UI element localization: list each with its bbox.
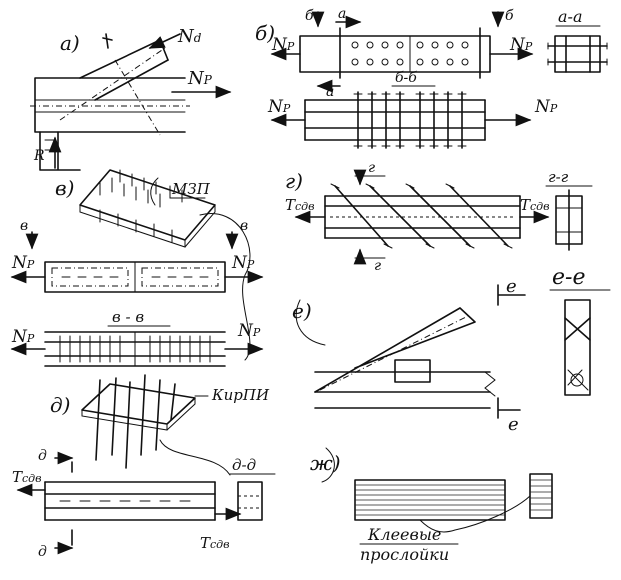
panel-v-force-left-bottom-sub: P: [26, 332, 35, 345]
panel-b-force-right-top: NP: [509, 35, 533, 55]
panel-b-force-left-top: NP: [271, 35, 295, 55]
panel-v-section-mark-left: в: [20, 218, 28, 234]
panel-b-force-left-top-sub: P: [286, 40, 295, 53]
panel-v-connector-name: МЗП: [171, 180, 211, 198]
panel-d-dowel-plate: д) КирПИ д Тсдв Тсдв д д-д: [12, 374, 276, 560]
panel-b-detail-title: а-а: [558, 7, 582, 26]
panel-d-shear-right-symbol: Т: [200, 534, 211, 552]
panel-d-shear-right-sub: сдв: [210, 538, 230, 551]
panel-g-inclined-rods: г) г Тсдв Тсдв г г-г: [285, 160, 593, 274]
panel-v-force-left-bottom-symbol: N: [11, 327, 28, 347]
panel-a-force-nd-symbol: N: [177, 26, 195, 47]
panel-g-detail-title: г-г: [548, 168, 569, 186]
panel-g-shear-left-symbol: Т: [285, 196, 296, 214]
panel-b-force-right-top-symbol: N: [509, 35, 526, 55]
panel-zh-note-line1: Клеевые: [367, 525, 441, 544]
panel-b-section-a-bottom: а: [326, 84, 334, 100]
panel-e-label: е): [292, 299, 312, 323]
panel-d-shear-left: Тсдв: [12, 468, 42, 486]
panel-b-force-right-bottom: NP: [534, 97, 558, 117]
panel-v-force-right-bottom: NP: [237, 321, 261, 341]
panel-g-label: г): [285, 169, 303, 193]
panel-b-force-right-bottom-sub: P: [549, 102, 558, 115]
panel-e-detail-title: е-е: [552, 265, 585, 290]
panel-d-section-mark-bottom: д: [38, 544, 47, 560]
panel-e-section-mark-top: е: [506, 276, 517, 297]
panel-b-label: б): [255, 21, 275, 45]
panel-v-force-right-top-symbol: N: [231, 253, 248, 273]
panel-d-detail-title: д-д: [232, 456, 256, 474]
panel-d-shear-right: Тсдв: [200, 534, 230, 552]
panel-b-bolted-splice: б) б б а а NP NP б-б: [255, 6, 608, 149]
panel-d-label: д): [50, 393, 70, 417]
panel-b-force-left-bottom-sub: P: [282, 102, 291, 115]
panel-v-toothed-plate: в) МЗП в в NP NP в - в: [10, 169, 264, 367]
panel-b-section-bb: б-б: [395, 70, 417, 86]
panel-b-bolt-rows: [353, 91, 467, 149]
panel-zh-note-line2: прослойки: [360, 545, 449, 564]
panel-g-shear-right-sub: сдв: [530, 200, 550, 213]
panel-v-force-right-bottom-sub: P: [252, 326, 261, 339]
panel-v-teeth: [99, 169, 183, 243]
panel-v-section-teeth: [59, 335, 211, 363]
panel-v-section-title: в - в: [112, 308, 144, 326]
panel-d-section-mark-top: д: [38, 448, 47, 464]
panel-b-force-left-top-symbol: N: [271, 35, 288, 55]
panel-a-reaction: R: [33, 148, 45, 164]
panel-zh-glued-laminated: ж) Клеевые прослойки: [310, 447, 553, 564]
panel-b-section-b-left: б: [305, 8, 314, 24]
panel-zh-label: ж): [310, 451, 341, 475]
panel-g-section-mark-bottom: г: [374, 258, 381, 274]
panel-g-rods: [330, 183, 513, 249]
panel-b-section-a-top: а: [338, 6, 346, 22]
panel-v-section-mark-right: в: [240, 218, 248, 234]
panel-b-section-b-right: б: [505, 8, 514, 24]
panel-v-force-right-top-sub: P: [246, 258, 255, 271]
panel-a-label: а): [60, 31, 80, 55]
panel-v-force-left-top-symbol: N: [11, 253, 28, 273]
panel-b-force-right-top-sub: P: [524, 40, 533, 53]
panel-g-shear-right: Тсдв: [520, 196, 550, 214]
panel-v-force-left-top: NP: [11, 253, 35, 273]
panel-g-shear-right-symbol: Т: [520, 196, 531, 214]
panel-a-force-np-symbol: N: [187, 68, 205, 89]
panel-d-shear-left-sub: сдв: [22, 472, 42, 485]
panel-v-force-left-bottom: NP: [11, 327, 35, 347]
panel-a-force-np-sub: P: [203, 73, 213, 87]
panel-e-section-mark-bottom: е: [508, 414, 519, 435]
panel-g-section-mark-top: г: [368, 160, 375, 176]
panel-v-force-right-top: NP: [231, 253, 255, 273]
panel-a-force-nd: Nd: [177, 26, 202, 47]
panel-g-shear-left-sub: сдв: [295, 200, 315, 213]
panel-e-notched-joint: е) е е е-е: [292, 265, 611, 435]
panel-a-force-np: NP: [187, 68, 213, 89]
panel-d-connector-name: КирПИ: [211, 386, 270, 404]
panel-d-dowels: [95, 374, 176, 469]
panel-b-force-left-bottom: NP: [267, 97, 291, 117]
panel-b-bolt-pattern: [351, 41, 469, 66]
panel-a-strut-joint: а) Nd NP R: [30, 26, 232, 171]
panel-v-force-right-bottom-symbol: N: [237, 321, 254, 341]
panel-g-shear-left: Тсдв: [285, 196, 315, 214]
panel-zh-laminations: [355, 484, 505, 516]
panel-b-force-right-bottom-symbol: N: [534, 97, 551, 117]
panel-d-shear-left-symbol: Т: [12, 468, 23, 486]
panel-v-label: в): [55, 176, 74, 200]
panel-a-force-nd-sub: d: [194, 31, 202, 45]
panel-b-force-left-bottom-symbol: N: [267, 97, 284, 117]
panel-v-force-left-top-sub: P: [26, 258, 35, 271]
